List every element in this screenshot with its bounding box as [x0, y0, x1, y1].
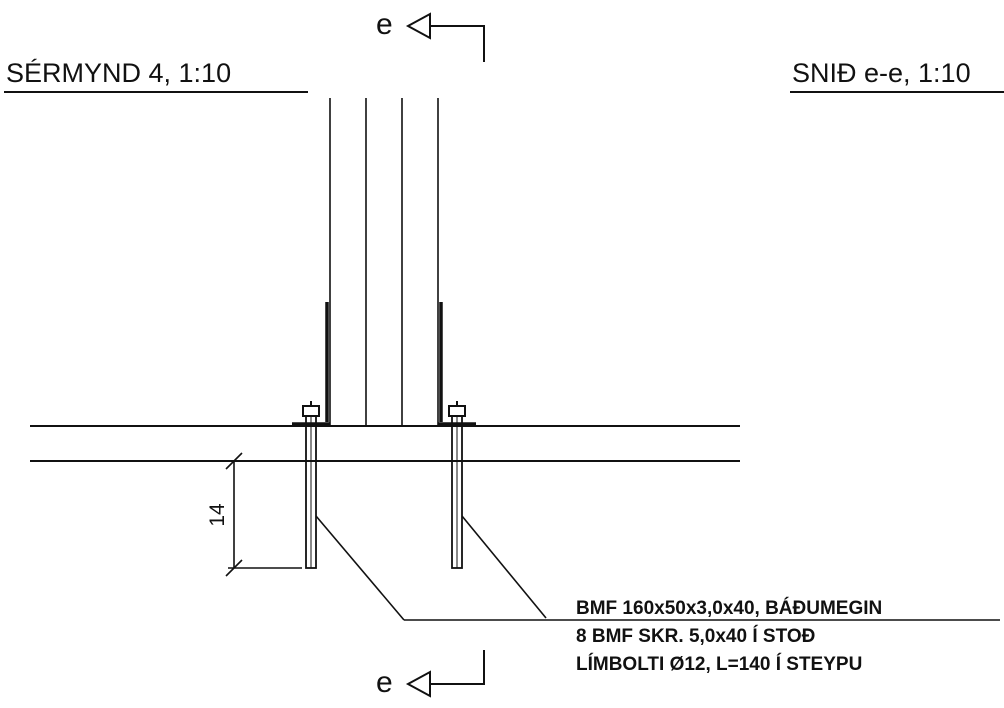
section-marker-top-label: e [376, 8, 393, 41]
section-marker-top: e [376, 8, 485, 62]
detail-title: SÉRMYND 4, 1:10 [6, 58, 231, 88]
section-marker-top-arrow-icon [405, 12, 431, 40]
anchor-bolt-left [302, 401, 320, 569]
section-marker-bottom-label: e [376, 666, 393, 699]
dimension-tick-top-icon [225, 452, 243, 470]
note-line-1: BMF 160x50x3,0x40, BÁÐUMEGIN [576, 597, 882, 619]
section-marker-bottom-line [430, 650, 485, 685]
dimension-value: 14 [206, 503, 229, 527]
note-line-3: LÍMBOLTI Ø12, L=140 Í STEYPU [576, 653, 862, 675]
dimension-embedment: 14 [206, 452, 302, 577]
timber-post [329, 98, 439, 426]
note-block: BMF 160x50x3,0x40, BÁÐUMEGIN 8 BMF SKR. … [576, 597, 882, 675]
note-line-2: 8 BMF SKR. 5,0x40 Í STOÐ [576, 625, 815, 647]
note-leaders [315, 515, 1000, 621]
section-marker-top-line [430, 25, 485, 62]
section-marker-bottom-arrow-icon [405, 670, 431, 698]
anchor-bolt-right [448, 401, 466, 569]
section-marker-bottom: e [376, 650, 485, 699]
section-title: SNIÐ e-e, 1:10 [792, 58, 971, 88]
